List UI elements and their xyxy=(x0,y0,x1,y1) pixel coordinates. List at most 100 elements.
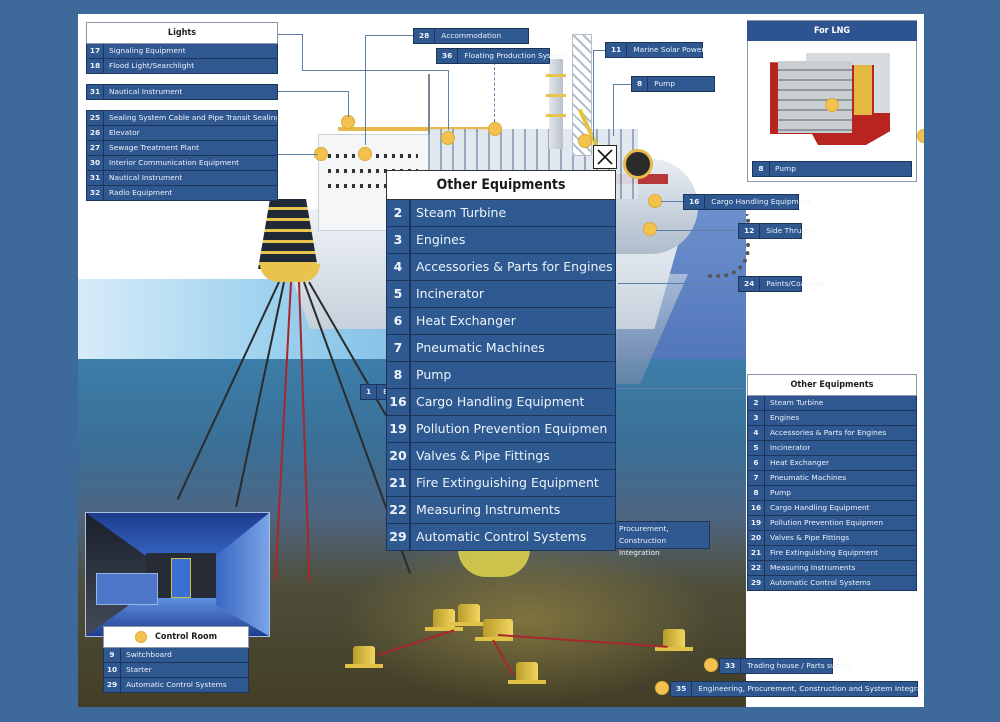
marker-dot[interactable] xyxy=(825,98,839,112)
item-number: 19 xyxy=(387,416,411,442)
marker-dot[interactable] xyxy=(441,131,455,145)
modal-title: Other Equipments xyxy=(386,170,616,200)
leader-line xyxy=(348,91,349,117)
item-label: Cargo Handling Equipment xyxy=(416,394,585,409)
leader-line xyxy=(278,34,303,35)
item-label: Fire Extinguishing Equipment xyxy=(416,475,599,490)
side-thruster-chain xyxy=(706,214,750,278)
item-label: Pump xyxy=(770,488,791,497)
item-label: Automatic Control Systems xyxy=(416,529,587,544)
marker-dot[interactable] xyxy=(648,194,662,208)
marker-dot-lng[interactable] xyxy=(917,129,924,143)
ship-mast xyxy=(428,74,430,134)
marker-dot[interactable] xyxy=(578,134,592,148)
item-number: 5 xyxy=(387,281,411,307)
lng-panel-title: For LNG xyxy=(747,21,917,41)
list-item[interactable]: 29 Automatic Control Systems xyxy=(747,576,917,591)
marker-dot[interactable] xyxy=(488,122,502,136)
item-label: Automatic Control Systems xyxy=(770,578,871,587)
item-label: Pollution Prevention Equipmen xyxy=(416,421,608,436)
close-x-icon xyxy=(597,149,613,165)
leader-line xyxy=(302,70,448,71)
marker-dot[interactable] xyxy=(341,115,355,129)
marker-dot[interactable] xyxy=(704,658,718,672)
close-button[interactable] xyxy=(593,145,617,169)
item-number: 22 xyxy=(387,497,411,523)
item-number: 21 xyxy=(748,546,765,560)
item-label: Engines xyxy=(770,413,800,422)
item-number: 8 xyxy=(748,486,765,500)
list-item[interactable]: 22 Measuring Instruments xyxy=(747,561,917,576)
control-room-title: Control Room xyxy=(154,632,218,642)
list-item[interactable]: 8 Pump xyxy=(747,486,917,501)
item-label: Valves & Pipe Fittings xyxy=(770,533,850,542)
item-number: 22 xyxy=(748,561,765,575)
item-label: Measuring Instruments xyxy=(770,563,856,572)
leader-line xyxy=(365,35,413,36)
marker-dot[interactable] xyxy=(314,147,328,161)
marker-dot[interactable] xyxy=(134,631,147,643)
marker-dot[interactable] xyxy=(655,681,669,695)
ship-windows xyxy=(328,169,418,173)
leader-line xyxy=(278,91,348,92)
leader-line xyxy=(494,62,495,122)
item-number: 29 xyxy=(748,576,765,590)
marker-dot[interactable] xyxy=(643,222,657,236)
item-number: 20 xyxy=(387,443,411,469)
stack-band xyxy=(546,74,566,77)
control-room-illustration xyxy=(85,512,270,637)
subsea-wellhead xyxy=(655,629,693,651)
leader-line xyxy=(302,34,303,70)
marker-dot[interactable] xyxy=(358,147,372,161)
list-item[interactable]: 19 Pollution Prevention Equipmen xyxy=(386,416,616,443)
leader-line xyxy=(448,70,449,130)
ship-stripe xyxy=(608,174,668,184)
